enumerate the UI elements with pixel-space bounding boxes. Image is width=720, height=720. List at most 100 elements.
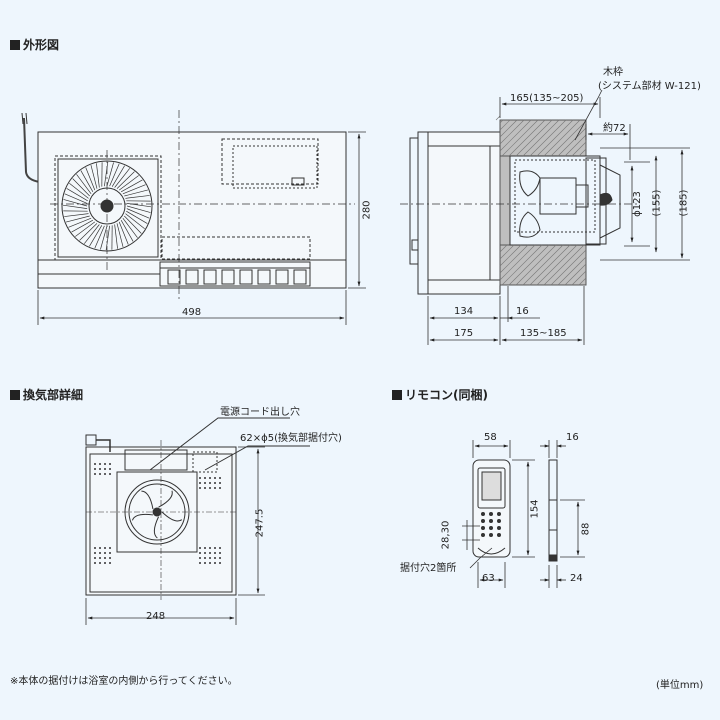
hatch-line: [571, 141, 587, 157]
fan-blade: [118, 221, 129, 245]
square-bullet-icon: [392, 390, 402, 400]
dim-175: 175: [454, 328, 474, 339]
hatch-line: [522, 244, 564, 286]
remote-63-dim: 63: [482, 573, 495, 584]
mount-hole-dot: [94, 463, 96, 465]
fan-blade: [64, 193, 88, 204]
mount-hole-dot: [109, 547, 111, 549]
remote-dimensions: [462, 440, 585, 588]
fan-blade: [118, 175, 139, 191]
unit-note: (単位mm): [656, 680, 704, 691]
fan-blade: [126, 205, 151, 213]
louvre-slot: [275, 269, 289, 285]
hatch-line: [501, 244, 543, 286]
hatch-line: [571, 270, 587, 286]
mount-hole-dot: [99, 468, 101, 470]
cord-hole-label: 電源コード出し穴: [220, 407, 300, 418]
remote-outline: [472, 459, 558, 562]
mount-hole-dot: [204, 487, 206, 489]
hatch-line: [543, 244, 585, 286]
vent-fan-blade: [153, 516, 159, 539]
fan-blade: [65, 215, 90, 223]
vent-fan-blade: [141, 490, 154, 510]
mount-hole-dot: [204, 477, 206, 479]
mount-holes-label: 62×ϕ5(換気部据付穴): [240, 433, 342, 444]
fan-center: [100, 199, 114, 213]
fan-rim: [61, 160, 153, 252]
mount-hole-dot: [104, 562, 106, 564]
side-dimensions: [427, 89, 690, 345]
mount-hole-dot: [94, 562, 96, 564]
hatch-line: [499, 119, 518, 138]
mount-hole-dot: [104, 468, 106, 470]
mount-hole-dot: [94, 473, 96, 475]
mount-hole-dot: [219, 562, 221, 564]
hatch-line: [564, 263, 587, 286]
hatch-line: [522, 119, 560, 157]
hatch-line: [499, 244, 529, 274]
hatch-line: [543, 119, 581, 157]
mount-hole-dot: [104, 557, 106, 559]
mount-hole-dot: [199, 547, 201, 549]
mount-hole-dot: [214, 487, 216, 489]
fan-blade: [116, 171, 135, 189]
remote-28-30-dim: 28,30: [440, 520, 452, 550]
remote-button: [497, 519, 501, 523]
louvre-slot: [167, 269, 181, 285]
vent-dot-grid: [94, 463, 221, 564]
board-hatch: [495, 115, 587, 286]
fan-blade: [104, 161, 109, 187]
mount-hole-dot: [214, 482, 216, 484]
mount-hole-dot: [219, 552, 221, 554]
vent-detail-outline: [85, 417, 310, 600]
dim-135-185: 135~185: [520, 328, 567, 339]
hatch-line: [564, 134, 587, 157]
hatch-line: [557, 127, 587, 157]
mount-hole-dot: [209, 547, 211, 549]
side-view-outline: [400, 119, 640, 295]
mount-hole-dot: [209, 557, 211, 559]
fan-blade: [126, 208, 150, 219]
louvre-slot: [293, 269, 307, 285]
dim-185: (185): [678, 189, 690, 217]
hatch-line: [495, 115, 501, 121]
fan-blade: [109, 163, 120, 187]
fan-blade: [75, 221, 96, 237]
remote-button: [489, 533, 493, 537]
mount-hole-dot: [199, 562, 201, 564]
fan-blade: [79, 223, 98, 241]
mount-hole-dot: [99, 463, 101, 465]
remote-button: [497, 512, 501, 516]
hatch-line: [536, 244, 578, 286]
mount-hole-dot: [204, 562, 206, 564]
mount-hole-dot: [104, 463, 106, 465]
fan-blade: [120, 219, 134, 242]
fan-blade: [124, 189, 149, 197]
mount-hole-dot: [199, 487, 201, 489]
fan-blade: [71, 219, 94, 233]
hatch-line: [515, 119, 553, 157]
mount-hole-dot: [199, 557, 201, 559]
mount-hole-dot: [99, 557, 101, 559]
remote-title: リモコン(同梱): [392, 386, 488, 403]
fan-blade: [72, 178, 90, 197]
frame-label: 木枠: [603, 67, 623, 78]
fan-blade: [126, 210, 148, 224]
fan-blade: [84, 224, 100, 244]
mount-hole-dot: [94, 468, 96, 470]
fan-blade: [122, 217, 138, 238]
mount-hole-dot: [99, 552, 101, 554]
mount-hole-dot: [109, 468, 111, 470]
fan-blade: [64, 213, 89, 217]
fan-blade: [124, 215, 142, 234]
fan-blade: [96, 163, 100, 188]
hatch-line: [501, 119, 539, 157]
mount-hole-dot: [214, 562, 216, 564]
front-dimensions: [37, 131, 366, 325]
fan-blade: [66, 188, 88, 202]
frame-part-label: (システム部材 W-121): [598, 81, 701, 92]
mount-hole-dot: [94, 552, 96, 554]
mount-hole-dot: [109, 473, 111, 475]
mount-hole-dot: [99, 547, 101, 549]
hatch-line: [499, 244, 522, 267]
